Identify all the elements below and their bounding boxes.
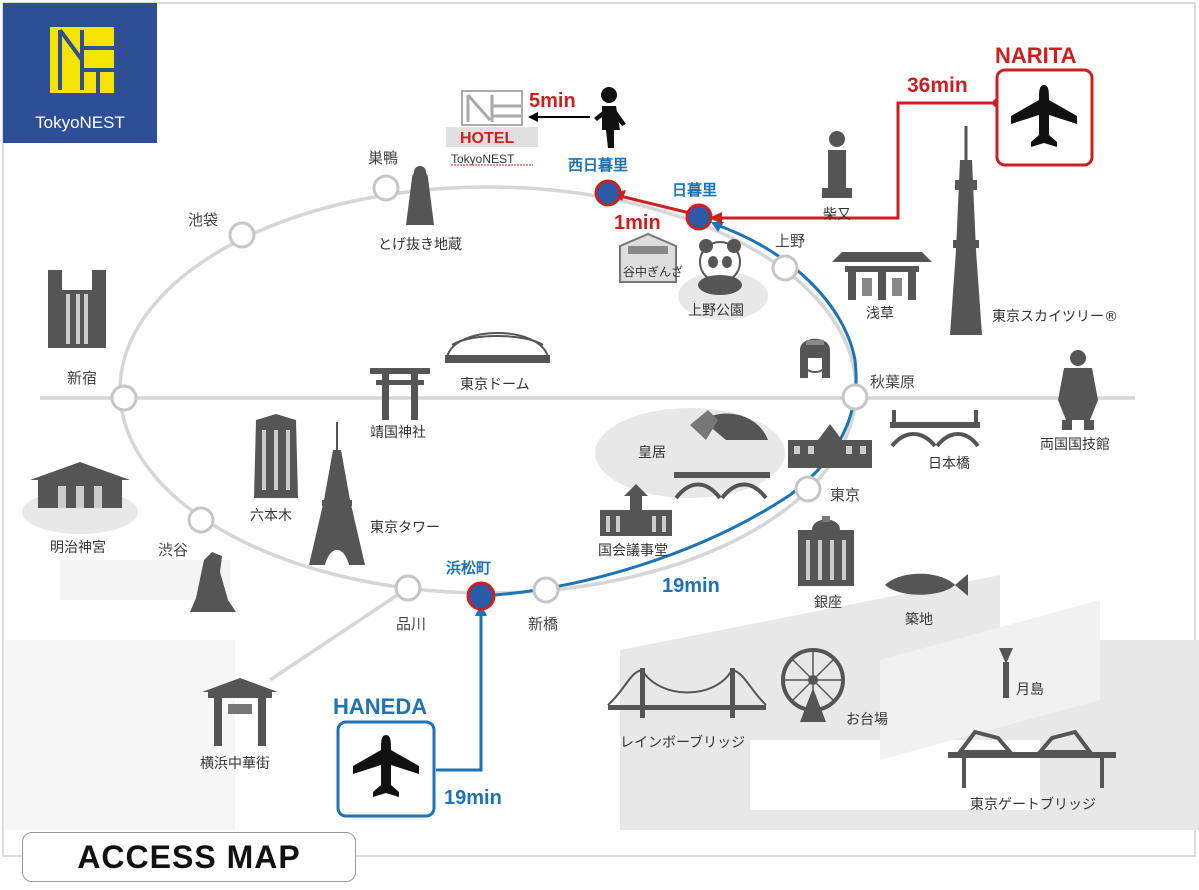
label-meiji: 明治神宮	[50, 540, 106, 556]
label-tokyo-dome: 東京ドーム	[460, 377, 530, 393]
walking-person-icon	[594, 87, 626, 148]
station-shimbashi	[532, 576, 560, 604]
logo-mark-icon	[50, 27, 114, 93]
hotel-sub: TokyoNEST	[451, 152, 515, 166]
station-nishinippori	[594, 179, 622, 207]
nihonbashi-bridge-icon	[890, 410, 980, 448]
keikyu-line	[269, 586, 409, 682]
label-rainbow: レインボーブリッジ	[620, 734, 745, 751]
yanaka-shop-icon	[619, 232, 677, 283]
airplane-icon-haneda	[353, 735, 419, 797]
narita-label: NARITA	[995, 43, 1077, 68]
label-ginza: 銀座	[814, 595, 842, 611]
access-map-title-box: ACCESS MAP	[22, 832, 356, 882]
label-tsukiji: 築地	[905, 612, 933, 628]
landmark-icons: とげ抜き地蔵 柴又 東京スカイツリー® 浅草	[30, 126, 1118, 813]
fish-icon	[885, 573, 968, 596]
label-hamamatsucho: 浜松町	[446, 559, 491, 577]
tora-san-statue-icon	[822, 131, 852, 198]
label-yokohama: 横浜中華街	[200, 756, 270, 772]
station-shibuya	[187, 506, 215, 534]
sumo-wrestler-icon	[1058, 350, 1098, 430]
label-gate-bridge: 東京ゲートブリッジ	[970, 796, 1096, 813]
page-title: ACCESS MAP	[77, 838, 301, 875]
tokyo-tower-icon	[309, 422, 365, 565]
label-kokkai: 国会議事堂	[598, 542, 668, 559]
label-yasukuni: 靖国神社	[370, 425, 426, 441]
narita-time: 36min	[907, 74, 968, 97]
blue-route-time: 19min	[662, 575, 720, 597]
panda-icon	[698, 239, 742, 295]
tocho-building-icon	[48, 270, 106, 348]
stations	[110, 174, 869, 604]
label-ueno-park: 上野公園	[688, 303, 744, 319]
gate-bridge-icon	[948, 729, 1116, 788]
label-shinjuku: 新宿	[67, 369, 97, 387]
station-akihabara	[841, 383, 869, 411]
tsukishima-tower-icon	[999, 648, 1013, 698]
chinatown-gate-icon	[202, 678, 278, 746]
tokyo-dome-icon	[445, 332, 550, 363]
hachiko-dog-icon	[190, 552, 236, 612]
station-ueno	[771, 254, 799, 282]
label-akihabara: 秋葉原	[870, 373, 915, 391]
walk-time: 5min	[529, 90, 576, 112]
airplane-icon-narita	[1011, 85, 1077, 147]
transfer-time: 1min	[614, 212, 661, 234]
narita-airport: NARITA	[995, 43, 1094, 167]
label-sugamo: 巣鴨	[368, 149, 398, 167]
label-odaiba: お台場	[846, 712, 888, 728]
maid-icon	[800, 338, 830, 378]
highlighted-stations	[466, 179, 713, 611]
label-tokyo-tower: 東京タワー	[370, 520, 440, 536]
label-nishinippori: 西日暮里	[568, 156, 628, 174]
label-nippori: 日暮里	[672, 181, 717, 199]
roppongi-hills-icon	[254, 414, 298, 498]
label-asakusa: 浅草	[866, 306, 894, 322]
jizo-statue-icon	[406, 166, 434, 225]
station-tokyo	[794, 475, 822, 503]
haneda-time: 19min	[444, 787, 502, 809]
label-ikebukuro: 池袋	[188, 211, 218, 229]
tokyonest-logo: TokyoNEST	[3, 3, 157, 143]
label-shibuya: 渋谷	[158, 541, 188, 559]
imperial-palace-icon	[690, 410, 768, 440]
label-kokyo: 皇居	[638, 445, 666, 461]
rainbow-bridge-icon	[607, 668, 767, 718]
wako-building-icon	[798, 516, 854, 586]
meiji-shrine-icon	[30, 462, 130, 508]
label-yanaka: 谷中ぎんざ	[623, 264, 683, 279]
station-nippori	[685, 203, 713, 231]
label-tsukishima: 月島	[1016, 682, 1044, 698]
station-hamamatsucho	[466, 581, 496, 611]
label-togenuki: とげ抜き地蔵	[378, 237, 462, 253]
hotel-label: HOTEL	[460, 130, 514, 147]
label-ueno: 上野	[775, 232, 805, 250]
skytree-icon	[950, 126, 982, 335]
label-nihonbashi: 日本橋	[928, 456, 970, 472]
station-shinagawa	[394, 574, 422, 602]
diet-building-icon	[600, 484, 672, 536]
logo-text: TokyoNEST	[35, 113, 125, 132]
label-tokyo: 東京	[830, 486, 860, 504]
asakusa-gate-icon	[832, 252, 932, 300]
label-roppongi: 六本木	[250, 508, 292, 524]
station-sugamo	[372, 174, 400, 202]
label-shibamata: 柴又	[823, 207, 851, 223]
label-skytree: 東京スカイツリー®	[992, 309, 1118, 325]
nijubashi-bridge-icon	[674, 472, 770, 500]
station-ikebukuro	[228, 221, 256, 249]
ferris-wheel-icon	[781, 648, 845, 722]
label-shinagawa: 品川	[396, 615, 426, 633]
haneda-airport: HANEDA	[333, 694, 436, 818]
label-ryogoku: 両国国技館	[1040, 436, 1110, 453]
station-shinjuku	[110, 384, 138, 412]
torii-gate-icon	[370, 368, 430, 420]
hotel-marker: HOTEL TokyoNEST	[446, 90, 538, 166]
tokyo-station-icon	[788, 424, 872, 468]
haneda-label: HANEDA	[333, 694, 427, 719]
label-shimbashi: 新橋	[528, 615, 558, 633]
